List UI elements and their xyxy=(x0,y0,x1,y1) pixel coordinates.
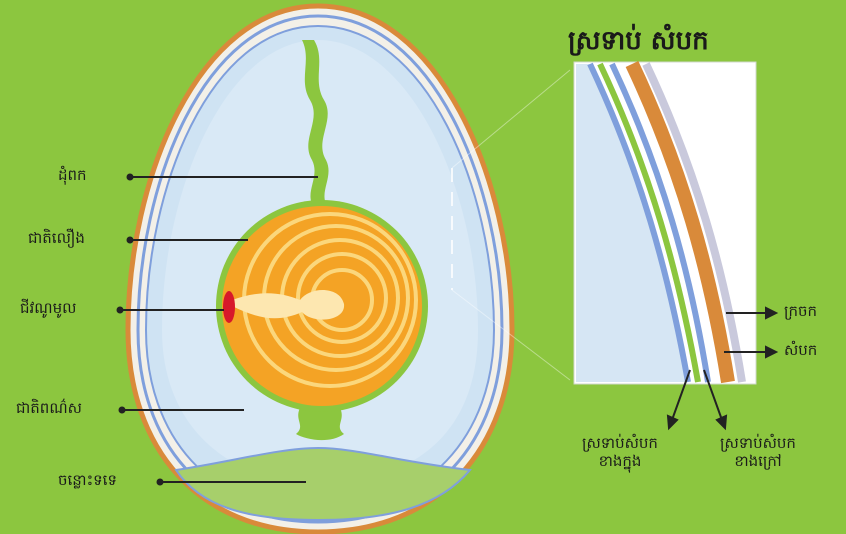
label-yolk: ជាតិលឿង xyxy=(28,229,85,251)
label-inner-membrane: ស្រទាប់សំបក ខាងក្នុង xyxy=(560,434,680,470)
label-air-cell: ចន្លោះទទេ xyxy=(58,471,117,493)
label-shell-cuticle: ក្រចក xyxy=(784,302,817,324)
label-germinal-disc: ជីវណូមូល xyxy=(20,299,76,321)
label-outer-membrane-line2: ខាងក្រៅ xyxy=(698,452,818,470)
label-shell: សំបក xyxy=(784,341,817,363)
label-albumen: ជាតិពណ៌ស xyxy=(16,399,82,421)
shell-layer-zoom xyxy=(574,62,756,384)
label-outer-membrane-line1: ស្រទាប់សំបក xyxy=(698,434,818,452)
chalaza-bottom xyxy=(296,408,344,440)
label-outer-membrane: ស្រទាប់សំបក ខាងក្រៅ xyxy=(698,434,818,470)
zoom-title: ស្រទាប់ សំបក xyxy=(568,24,709,62)
label-inner-membrane-line1: ស្រទាប់សំបក xyxy=(560,434,680,452)
label-inner-membrane-line2: ខាងក្នុង xyxy=(560,452,680,470)
egg-cross-section xyxy=(128,6,512,532)
germinal-disc xyxy=(223,291,235,323)
label-chalaza: ដុំពក xyxy=(58,166,87,188)
